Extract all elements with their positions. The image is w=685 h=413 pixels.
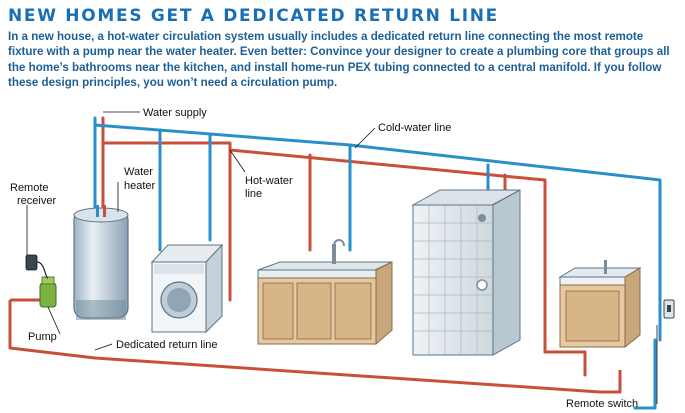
remote-receiver: [25, 254, 49, 279]
bathroom-vanity: [558, 260, 642, 349]
page-title: NEW HOMES GET A DEDICATED RETURN LINE: [8, 6, 499, 26]
label-water-heater-1: Water: [124, 166, 153, 178]
label-water-supply: Water supply: [143, 107, 207, 119]
remote-switch: [663, 299, 675, 319]
intro-paragraph: In a new house, a hot-water circulation …: [8, 30, 670, 90]
water-heater: [73, 205, 129, 320]
label-water-heater-2: heater: [124, 180, 156, 192]
label-cold-water-line: Cold-water line: [378, 122, 451, 134]
cold-water-line: [93, 116, 662, 410]
label-remote-receiver-2: receiver: [17, 195, 56, 207]
label-hot-water-line-1: Hot-water: [245, 175, 293, 187]
pump: [39, 276, 57, 308]
label-hot-water-line-2: line: [245, 188, 262, 200]
kitchen-cabinets: [257, 239, 393, 346]
label-remote-receiver-1: Remote: [10, 182, 49, 194]
leader-lines: [26, 111, 658, 404]
label-pump: Pump: [28, 331, 57, 343]
shower-stall: [411, 189, 521, 356]
label-dedicated-return-line: Dedicated return line: [116, 339, 218, 351]
dedicated-return-line: [8, 298, 622, 394]
label-remote-switch: Remote switch: [566, 398, 638, 410]
washing-machine: [150, 243, 224, 334]
